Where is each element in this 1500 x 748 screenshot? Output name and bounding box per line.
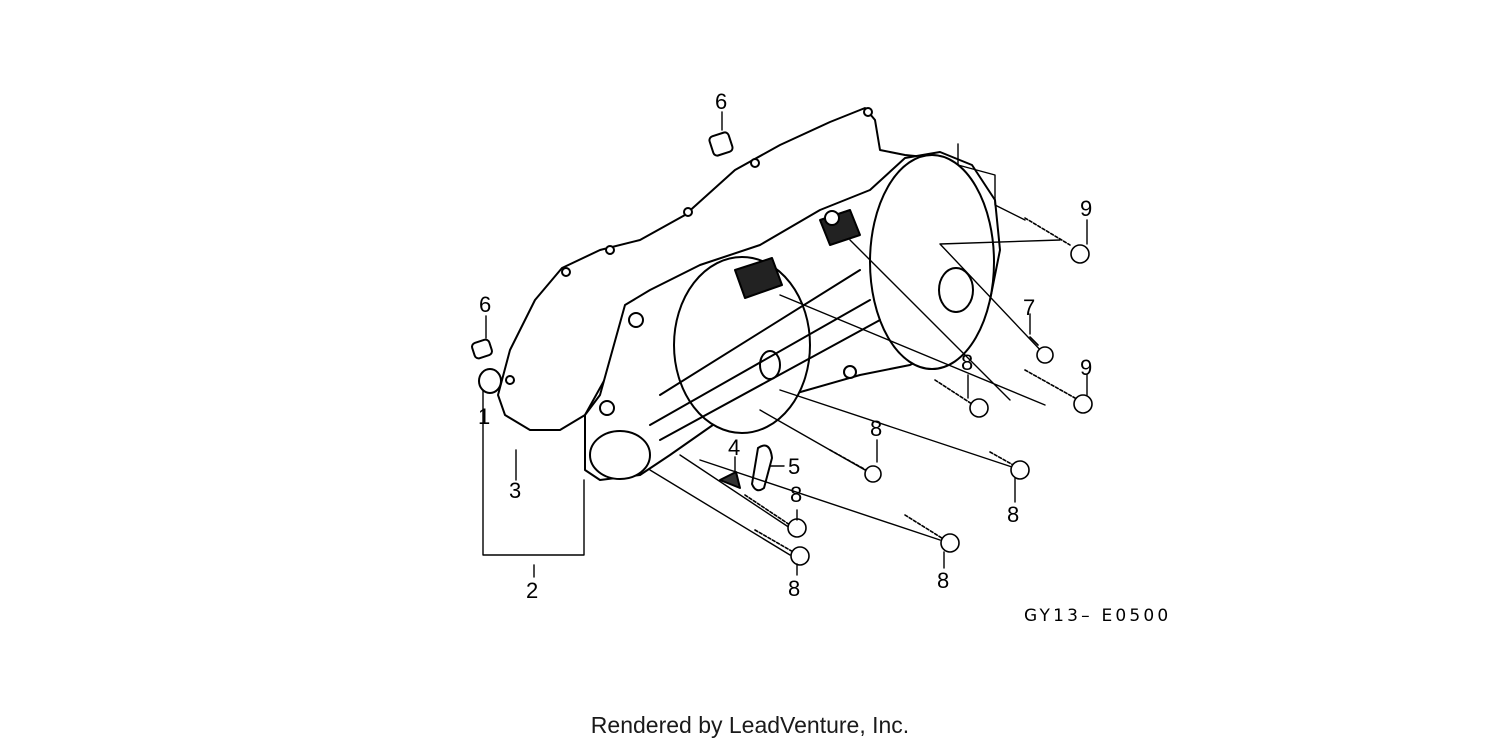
callout-4: 4 [728, 435, 740, 460]
callout-9-bottom: 9 [1080, 355, 1092, 380]
callout-3: 3 [509, 478, 521, 503]
diagram-code: GY13– E0500 [1024, 606, 1172, 626]
callout-8-b: 8 [870, 416, 882, 441]
callout-7: 7 [1023, 295, 1035, 320]
callout-8-e: 8 [937, 568, 949, 593]
callout-1: 1 [478, 404, 490, 429]
dowel-pin [471, 338, 493, 360]
callout-8-d: 8 [790, 482, 802, 507]
pulley-cover [673, 256, 811, 434]
kick-starter-boss [589, 430, 651, 480]
footer-credit: Rendered by LeadVenture, Inc. [590, 712, 910, 738]
bolt [744, 217, 1093, 566]
clutch-housing [869, 154, 995, 370]
callout-6-top: 6 [715, 89, 727, 114]
callout-5: 5 [788, 454, 800, 479]
callout-6-left: 6 [479, 292, 491, 317]
callout-9-top: 9 [1080, 196, 1092, 221]
callout-8-a: 8 [961, 350, 973, 375]
callout-8-c: 8 [1007, 502, 1019, 527]
callout-2: 2 [526, 578, 538, 603]
oil-seal [478, 368, 502, 394]
clip [719, 471, 741, 489]
callout-8-f: 8 [788, 576, 800, 601]
dowel-pin [708, 131, 734, 157]
